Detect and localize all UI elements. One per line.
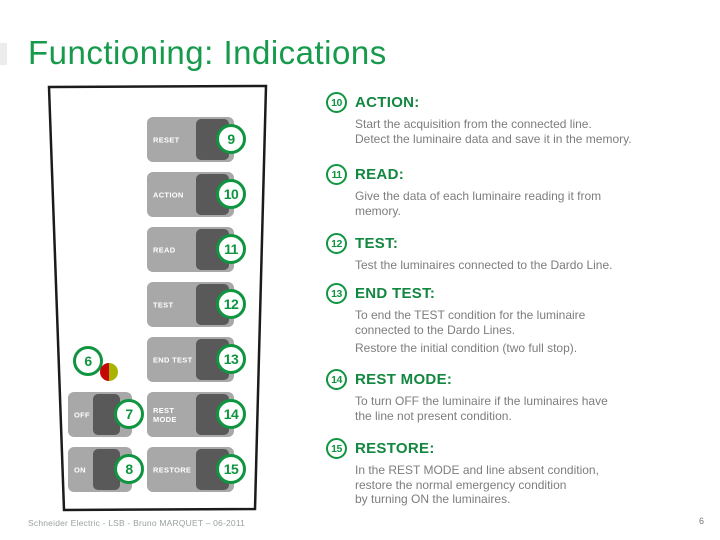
- legend-item-header: 12 TEST:: [326, 233, 706, 254]
- slide-edge-mark: [0, 43, 7, 65]
- button-label: TEST: [153, 300, 174, 309]
- device-button-rest-mode: REST MODE 14: [147, 392, 246, 437]
- button-label: RESET: [153, 135, 180, 144]
- button-label: ON: [74, 465, 86, 474]
- item-heading: REST MODE:: [355, 371, 453, 388]
- device-button-test: TEST 12: [147, 282, 246, 327]
- item-description: Start the acquisition from the connected…: [355, 117, 706, 146]
- item-description-line: connected to the Dardo Lines.: [355, 322, 516, 337]
- button-number-badge: 9: [216, 124, 246, 154]
- item-description-line: the line not present condition.: [355, 408, 512, 423]
- item-description-line: To turn OFF the luminaire if the luminai…: [355, 394, 608, 408]
- item-description: To turn OFF the luminaire if the luminai…: [355, 394, 706, 423]
- button-label: OFF: [74, 410, 90, 419]
- indicator-number-badge: 6: [73, 346, 103, 376]
- button-number-badge: 8: [114, 454, 144, 484]
- page-title: Functioning: Indications: [28, 34, 387, 71]
- item-number-badge: 11: [326, 164, 347, 185]
- item-description-line: Restore the initial condition (two full …: [355, 341, 578, 355]
- item-description-line: Test the luminaires connected to the Dar…: [355, 258, 613, 272]
- page-number: 6: [699, 516, 705, 526]
- device-button-on: ON 8: [68, 447, 144, 492]
- item-description-line: Give the data of each luminaire reading …: [355, 189, 602, 203]
- legend-item-header: 11 READ:: [326, 164, 706, 185]
- item-description-line: by turning ON the luminaires.: [355, 492, 511, 506]
- button-label: RESTORE: [153, 465, 192, 474]
- item-number-badge: 13: [326, 283, 347, 304]
- legend-item-end-test: 13 END TEST: To end the TEST condition f…: [326, 283, 706, 356]
- item-description-line: In the REST MODE and line absent conditi…: [355, 463, 599, 477]
- item-description: In the REST MODE and line absent conditi…: [355, 463, 706, 507]
- button-number-badge: 14: [216, 399, 246, 429]
- device-button-restore: RESTORE 15: [147, 447, 246, 492]
- legend-item-header: 10 ACTION:: [326, 92, 706, 113]
- device-panel-illustration: 6 RESET 9 ACTION 10 READ 11 TEST 12 END …: [45, 84, 273, 516]
- legend-item-header: 13 END TEST:: [326, 283, 706, 304]
- button-label: READ: [153, 245, 176, 254]
- legend-item-rest-mode: 14 REST MODE: To turn OFF the luminaire …: [326, 369, 706, 423]
- device-button-reset: RESET 9: [147, 117, 246, 162]
- item-description-line: Start the acquisition from the connected…: [355, 117, 592, 131]
- footer-credit: Schneider Electric - LSB - Bruno MARQUET…: [28, 518, 246, 528]
- legend-item-action: 10 ACTION: Start the acquisition from th…: [326, 92, 706, 146]
- item-description-line: restore the normal emergency condition: [355, 477, 567, 492]
- device-button-read: READ 11: [147, 227, 246, 272]
- item-number-badge: 12: [326, 233, 347, 254]
- item-description: Give the data of each luminaire reading …: [355, 189, 706, 218]
- button-label: END TEST: [153, 355, 193, 364]
- item-description-line: To end the TEST condition for the lumina…: [355, 308, 586, 322]
- item-heading: RESTORE:: [355, 440, 435, 457]
- button-label: REST MODE: [153, 405, 177, 424]
- button-number-badge: 10: [216, 179, 246, 209]
- legend-item-read: 11 READ: Give the data of each luminaire…: [326, 164, 706, 218]
- button-number-badge: 12: [216, 289, 246, 319]
- button-number-badge: 15: [216, 454, 246, 484]
- item-description-line: Detect the luminaire data and save it in…: [355, 131, 632, 146]
- item-number-badge: 14: [326, 369, 347, 390]
- legend-item-header: 15 RESTORE:: [326, 438, 706, 459]
- item-description: Test the luminaires connected to the Dar…: [355, 258, 706, 273]
- status-led-icon: [100, 363, 118, 381]
- item-heading: READ:: [355, 166, 404, 183]
- item-description: To end the TEST condition for the lumina…: [355, 308, 706, 356]
- device-button-action: ACTION 10: [147, 172, 246, 217]
- button-number-badge: 7: [114, 399, 144, 429]
- item-heading: END TEST:: [355, 285, 436, 302]
- device-button-off: OFF 7: [68, 392, 144, 437]
- item-heading: ACTION:: [355, 94, 420, 111]
- device-button-end-test: END TEST 13: [147, 337, 246, 382]
- item-description-line: memory.: [355, 203, 401, 218]
- item-heading: TEST:: [355, 235, 399, 252]
- legend-item-test: 12 TEST: Test the luminaires connected t…: [326, 233, 706, 273]
- legend-item-restore: 15 RESTORE: In the REST MODE and line ab…: [326, 438, 706, 507]
- button-number-badge: 13: [216, 344, 246, 374]
- item-number-badge: 15: [326, 438, 347, 459]
- button-label: ACTION: [153, 190, 184, 199]
- button-number-badge: 11: [216, 234, 246, 264]
- legend-item-header: 14 REST MODE:: [326, 369, 706, 390]
- item-number-badge: 10: [326, 92, 347, 113]
